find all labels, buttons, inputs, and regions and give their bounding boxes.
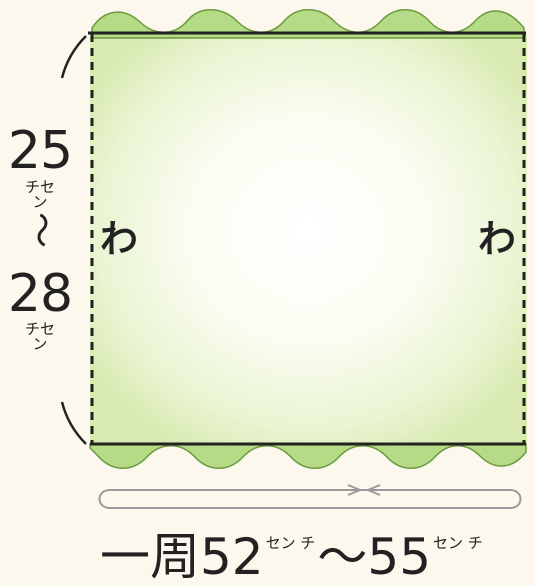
circumference-prefix: 一周 <box>100 528 200 586</box>
height-max-unit: チセン <box>24 320 55 353</box>
bottom-ruffle <box>89 443 527 469</box>
height-min-unit: チセン <box>24 178 55 211</box>
height-bracket-bottom <box>60 401 87 445</box>
circumference-min-value: 52 <box>200 528 264 586</box>
fabric-panel <box>90 33 527 444</box>
height-max-value: 28 <box>7 264 73 324</box>
circumference-range-separator: 〜 <box>317 528 368 586</box>
circumference-min-unit: セン チ <box>265 534 316 552</box>
circumference-arrow-head-right <box>347 484 363 496</box>
circumference-max-value: 55 <box>367 528 432 586</box>
height-range-separator: 〜 <box>20 212 61 249</box>
circumference-arrow-head-left <box>365 484 381 496</box>
height-min-value: 25 <box>7 121 73 181</box>
fold-mark-right: わ <box>478 217 517 261</box>
fold-mark-left: わ <box>100 217 139 261</box>
circumference-arrow-loop <box>98 489 522 509</box>
height-bracket-top <box>60 35 87 79</box>
circumference-max-unit: セン チ <box>433 534 483 552</box>
